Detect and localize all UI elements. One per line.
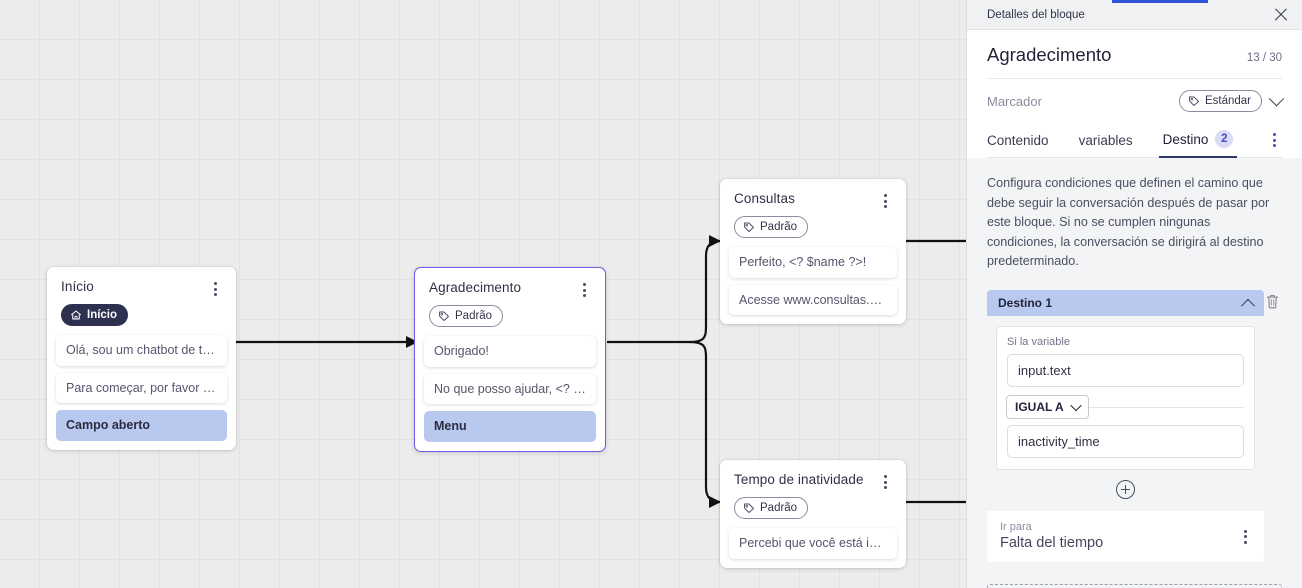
- node-title: Início: [61, 279, 94, 294]
- node-chip-list: Perfeito, <? $name ?>! Acesse www.consul…: [720, 247, 906, 316]
- destination-body: Si la variable input.text IGUAL A inacti…: [987, 315, 1264, 511]
- node-badge-label: Início: [87, 309, 118, 321]
- trash-icon[interactable]: [1265, 293, 1280, 315]
- variable-field[interactable]: input.text: [1007, 353, 1244, 387]
- operator-value: IGUAL A: [1015, 399, 1064, 414]
- char-counter: 13 / 30: [1246, 52, 1282, 64]
- panel-description: Configura condiciones que definen el cam…: [987, 176, 1270, 269]
- tag-icon: [1189, 96, 1199, 107]
- tab-destino[interactable]: Destino 2: [1158, 124, 1238, 159]
- node-kebab-menu-icon[interactable]: [576, 281, 592, 297]
- node-kebab-menu-icon[interactable]: [207, 280, 223, 296]
- destination-header-label: Destino 1: [998, 295, 1053, 310]
- node-chip[interactable]: Percebi que você está inativo. C...: [729, 528, 897, 559]
- node-chip-list: Obrigado! No que posso ajudar, <? $name …: [415, 336, 605, 442]
- goto-label: Ir para: [1000, 520, 1032, 533]
- node-badge-row: Padrão: [720, 208, 906, 247]
- node-badge-row: Padrão: [415, 297, 605, 336]
- tag-icon: [744, 503, 754, 514]
- node-title: Consultas: [734, 191, 795, 206]
- node-header: Consultas: [720, 179, 906, 208]
- marker-label: Marcador: [987, 93, 1042, 109]
- flow-node-tempo-de-inatividade[interactable]: Tempo de inatividade Padrão Percebi que …: [720, 460, 906, 568]
- close-icon[interactable]: [1272, 6, 1290, 24]
- flow-node-inicio[interactable]: Início Início Olá, sou um chatbot de tes…: [47, 267, 236, 450]
- condition-label: Si la variable: [1007, 335, 1070, 348]
- node-kebab-menu-icon[interactable]: [877, 192, 893, 208]
- compare-value-field[interactable]: inactivity_time: [1007, 424, 1244, 458]
- tab-label: Destino: [1162, 131, 1209, 147]
- node-header: Tempo de inatividade: [720, 460, 906, 489]
- node-header: Agradecimento: [415, 268, 605, 297]
- node-badge-label: Padrão: [760, 502, 798, 514]
- node-chip[interactable]: Para começar, por favor digite o ...: [56, 372, 227, 404]
- goto-value: Falta del tiempo: [1000, 534, 1104, 551]
- goto-text-group: Ir para Falta del tiempo: [1000, 521, 1103, 551]
- panel-tabs: Contenido variables Destino 2: [987, 124, 1282, 159]
- marker-row: Marcador Estándar: [987, 79, 1285, 124]
- node-chip[interactable]: Acesse www.consultas.com par...: [729, 284, 897, 316]
- node-kebab-menu-icon[interactable]: [877, 473, 893, 489]
- node-badge-label: Padrão: [760, 221, 798, 233]
- panel-content: Configura condiciones que definen el cam…: [967, 158, 1302, 588]
- node-chip-highlight[interactable]: Campo aberto: [56, 410, 227, 441]
- panel-topbar: Detalles del bloque: [967, 0, 1302, 30]
- node-badge-default[interactable]: Padrão: [734, 216, 809, 239]
- tag-icon: [439, 311, 449, 322]
- home-icon: [71, 310, 81, 320]
- goto-card[interactable]: Ir para Falta del tiempo: [987, 510, 1264, 562]
- node-title: Tempo de inatividade: [734, 472, 864, 487]
- node-chip[interactable]: Obrigado!: [424, 336, 596, 367]
- node-chip[interactable]: No que posso ajudar, <? $name ...: [424, 373, 596, 405]
- node-badge-start[interactable]: Início: [61, 304, 129, 327]
- tab-label: variables: [1078, 133, 1133, 149]
- flow-canvas[interactable]: Início Início Olá, sou um chatbot de tes…: [0, 0, 967, 588]
- node-badge-default[interactable]: Padrão: [734, 497, 809, 520]
- tab-label: Contenido: [987, 133, 1049, 149]
- add-condition-row: [996, 470, 1255, 503]
- tab-variables[interactable]: variables: [1079, 127, 1133, 157]
- panel-topbar-title: Detalles del bloque: [987, 8, 1085, 21]
- block-details-panel: Detalles del bloque Agradecimento 13 / 3…: [966, 0, 1302, 588]
- node-chip-list: Olá, sou um chatbot de teste! Para começ…: [47, 335, 236, 441]
- top-progress-indicator: [1112, 0, 1208, 3]
- node-chip-highlight[interactable]: Menu: [424, 411, 596, 442]
- flow-node-consultas[interactable]: Consultas Padrão Perfeito, <? $name ?>! …: [720, 179, 906, 325]
- chevron-down-icon[interactable]: [1268, 90, 1285, 107]
- operator-row: IGUAL A: [1006, 394, 1244, 419]
- condition-box: Si la variable input.text IGUAL A inacti…: [996, 325, 1255, 470]
- flow-node-agradecimento[interactable]: Agradecimento Padrão Obrigado! No que po…: [414, 267, 606, 452]
- node-header: Início: [47, 267, 236, 296]
- tab-badge-count: 2: [1215, 130, 1234, 149]
- node-chip-list: Percebi que você está inativo. C...: [720, 528, 906, 559]
- node-badge-row: Início: [47, 296, 236, 335]
- panel-kebab-menu-icon[interactable]: [1266, 131, 1282, 157]
- goto-kebab-menu-icon[interactable]: [1237, 528, 1253, 544]
- operator-select[interactable]: IGUAL A: [1006, 394, 1089, 419]
- destination-header[interactable]: Destino 1: [987, 289, 1264, 316]
- node-badge-label: Padrão: [455, 310, 493, 322]
- page-title: Agradecimento: [987, 44, 1112, 65]
- destination-card: Destino 1 Si la variable input.text: [987, 289, 1282, 562]
- tab-contenido[interactable]: Contenido: [987, 127, 1049, 157]
- node-chip[interactable]: Perfeito, <? $name ?>!: [729, 247, 897, 278]
- tag-icon: [744, 222, 754, 233]
- node-title: Agradecimento: [429, 280, 522, 295]
- node-badge-row: Padrão: [720, 489, 906, 528]
- chevron-down-icon: [1070, 399, 1082, 412]
- marker-badge[interactable]: Estándar: [1178, 90, 1262, 113]
- add-destination-button[interactable]: Agregar destino: [987, 583, 1282, 588]
- node-badge-default[interactable]: Padrão: [429, 305, 504, 328]
- panel-header-section: Agradecimento 13 / 30 Marcador Estándar: [967, 30, 1302, 159]
- block-title-row: Agradecimento 13 / 30: [987, 30, 1282, 79]
- plus-circle-icon[interactable]: [1116, 479, 1135, 499]
- marker-badge-label: Estándar: [1204, 95, 1251, 107]
- chevron-up-icon[interactable]: [1240, 298, 1256, 313]
- marker-control[interactable]: Estándar: [1178, 90, 1285, 113]
- node-chip[interactable]: Olá, sou um chatbot de teste!: [56, 335, 227, 366]
